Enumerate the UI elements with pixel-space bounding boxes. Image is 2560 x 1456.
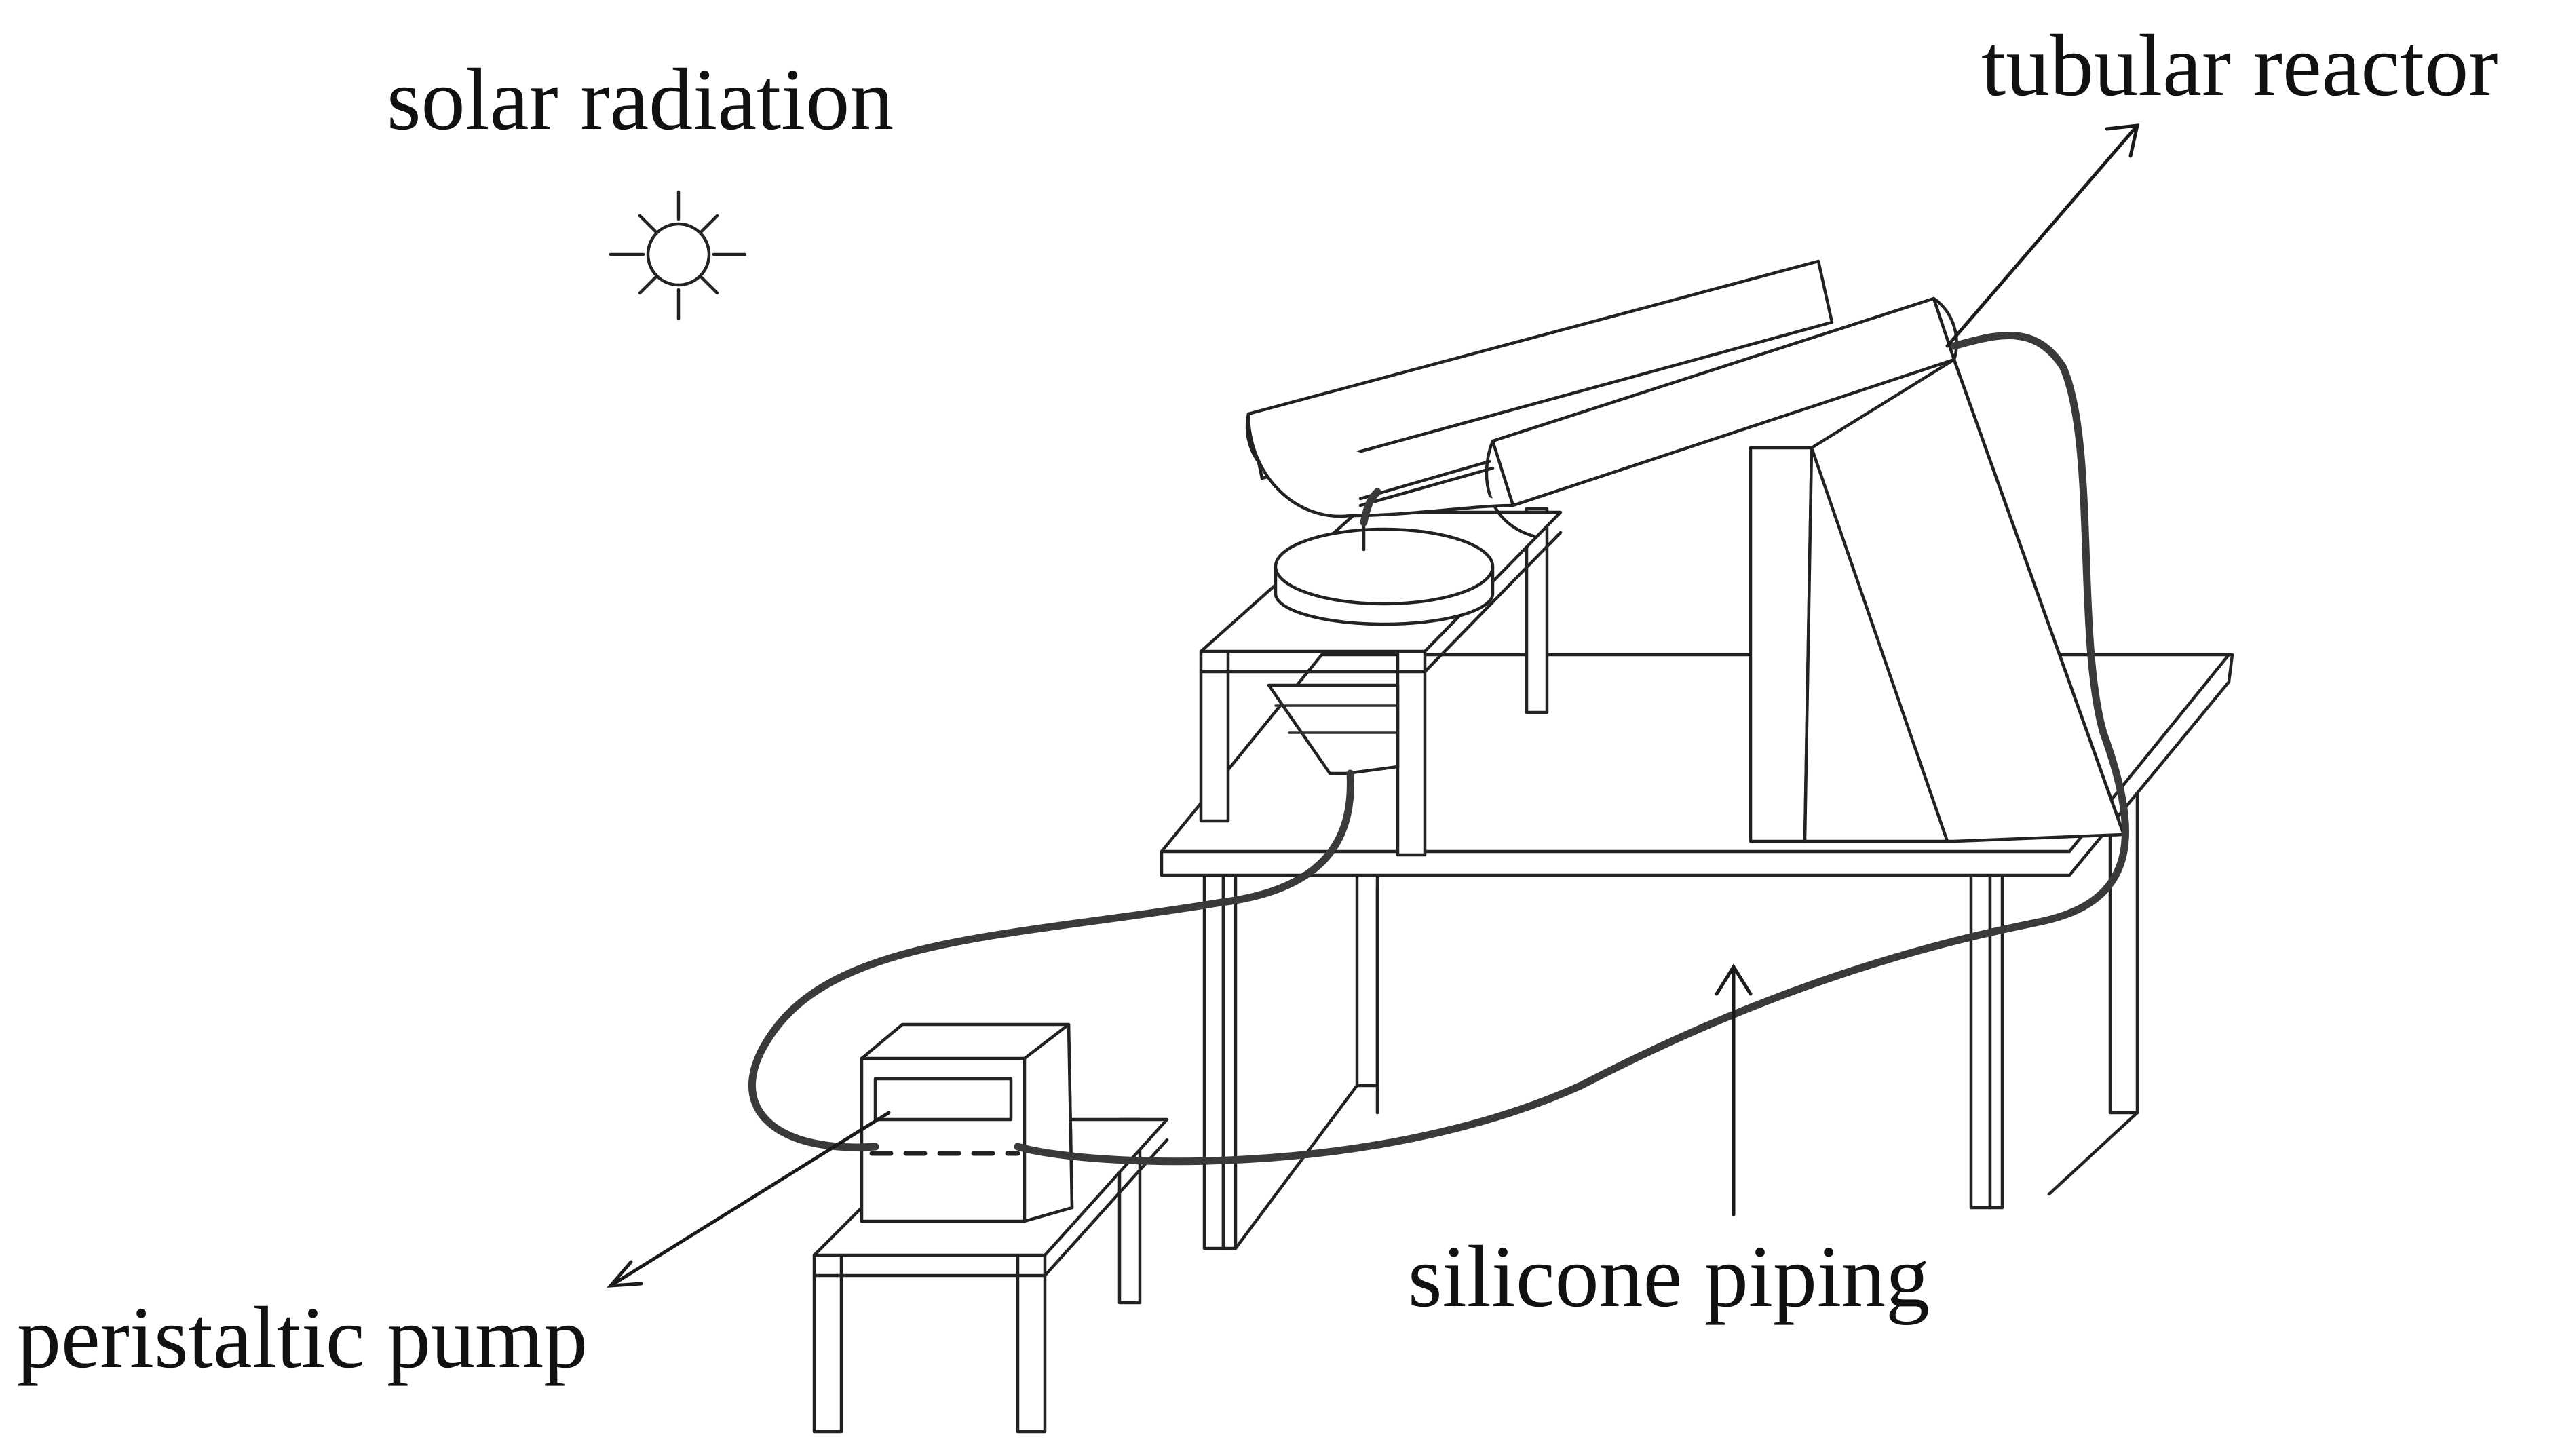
label-silicone-piping: silicone piping bbox=[1408, 1228, 1930, 1326]
arrow-peristaltic-pump bbox=[609, 1111, 891, 1288]
reactor-support bbox=[1749, 358, 2126, 843]
pipe-reactor-return bbox=[1360, 488, 1381, 526]
peristaltic-pump bbox=[860, 1022, 1074, 1223]
silicone-piping bbox=[748, 332, 2130, 1166]
sun-icon bbox=[609, 190, 747, 321]
arrow-tubular-reactor bbox=[1945, 123, 2139, 348]
pipe-reservoir-to-pump bbox=[748, 769, 1354, 1151]
reservoir-tank bbox=[1274, 520, 1495, 626]
tubular-reactor bbox=[1245, 259, 1958, 538]
label-solar-radiation: solar radiation bbox=[387, 51, 894, 149]
pipe-pump-to-reactor bbox=[1014, 332, 2130, 1166]
label-tubular-reactor: tubular reactor bbox=[1981, 17, 2498, 115]
pointer-arrows bbox=[607, 123, 2140, 1288]
label-peristaltic-pump: peristaltic pump bbox=[17, 1289, 588, 1387]
